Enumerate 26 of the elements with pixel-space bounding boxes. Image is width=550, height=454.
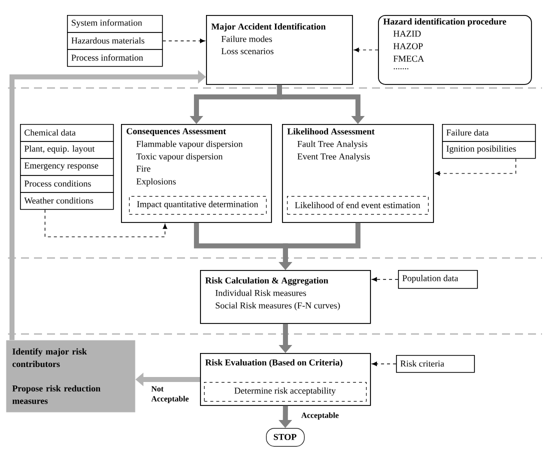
arrow [372, 362, 396, 366]
data-box: Chemical data [20, 124, 114, 142]
arrow [354, 48, 378, 52]
arrow [372, 277, 398, 282]
data-box: Population data [398, 270, 478, 289]
terminal-box: STOP [266, 428, 305, 447]
task-box: Impact quantitative determination [129, 196, 267, 215]
data-box: Process information [67, 49, 163, 67]
data-box: Plant, equip. layout [20, 141, 114, 159]
data-box: System information [67, 15, 163, 33]
data-box: Process conditions [20, 174, 114, 193]
data-box: Hazardous materials [67, 32, 163, 50]
data-box: Emergency response [20, 158, 114, 176]
data-box: Failure data [442, 124, 536, 142]
action-box: Identify major risk contributors Propose risk reduction measures [6, 340, 136, 412]
task-box: Determine risk acceptability [204, 382, 367, 402]
arrow [162, 38, 206, 44]
arrow [44, 209, 168, 238]
data-box: Weather conditions [20, 192, 114, 210]
process-box: Risk Calculation & Aggregation Individual Risk measures Social Risk measures (F-N curves) [200, 270, 371, 324]
arrow [434, 158, 516, 176]
process-box: Major Accident Identification Failure modes Loss scenarios [206, 15, 353, 85]
data-box: Risk criteria [396, 355, 475, 373]
task-box: Likelihood of end event estimation [287, 196, 429, 215]
data-box: Ignition posibilities [442, 141, 536, 159]
procedure-box: Hazard identification procedure HAZID HAZOP FMECA ....... [378, 15, 532, 85]
